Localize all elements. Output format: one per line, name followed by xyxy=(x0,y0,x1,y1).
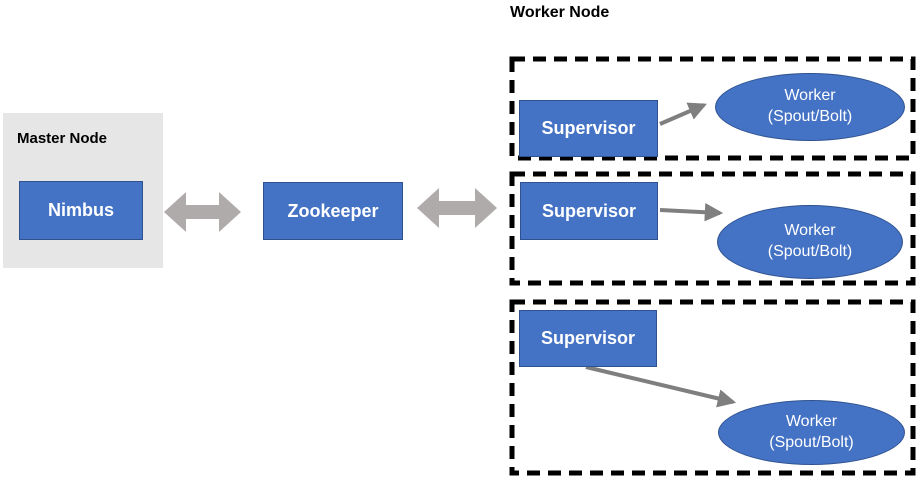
worker-label-line1: Worker xyxy=(785,412,838,430)
supervisor-node-3: Supervisor xyxy=(519,310,657,367)
worker-ellipse-2: Worker (Spout/Bolt) xyxy=(717,205,903,279)
supervisor3-worker-arrow xyxy=(585,365,737,408)
nimbus-node: Nimbus xyxy=(19,181,143,240)
worker-group-2-dashed-box xyxy=(509,171,916,286)
worker-label-line2: (Spout/Bolt) xyxy=(767,108,853,125)
worker-group-1-dashed-box xyxy=(509,56,916,161)
worker-label-line2: (Spout/Bolt) xyxy=(767,243,853,260)
supervisor2-worker-arrow xyxy=(659,203,724,222)
supervisor-node-1: Supervisor xyxy=(519,100,658,157)
worker-label-line1: Worker xyxy=(784,87,836,105)
zookeeper-node: Zookeeper xyxy=(263,182,403,240)
worker-label-line1: Worker xyxy=(784,222,836,240)
worker-ellipse-3: Worker (Spout/Bolt) xyxy=(718,400,905,465)
master-node-title: Master Node xyxy=(17,130,108,147)
worker-group-3-dashed-box xyxy=(509,299,916,476)
supervisor1-worker-arrow xyxy=(659,102,707,126)
worker-label-line2: (Spout/Bolt) xyxy=(769,433,854,451)
worker-node-title: Worker Node xyxy=(510,4,610,21)
nimbus-zookeeper-double-arrow xyxy=(164,192,241,232)
worker-ellipse-1: Worker (Spout/Bolt) xyxy=(715,73,905,141)
supervisor-node-2: Supervisor xyxy=(520,182,658,240)
zookeeper-workers-double-arrow xyxy=(417,188,497,228)
